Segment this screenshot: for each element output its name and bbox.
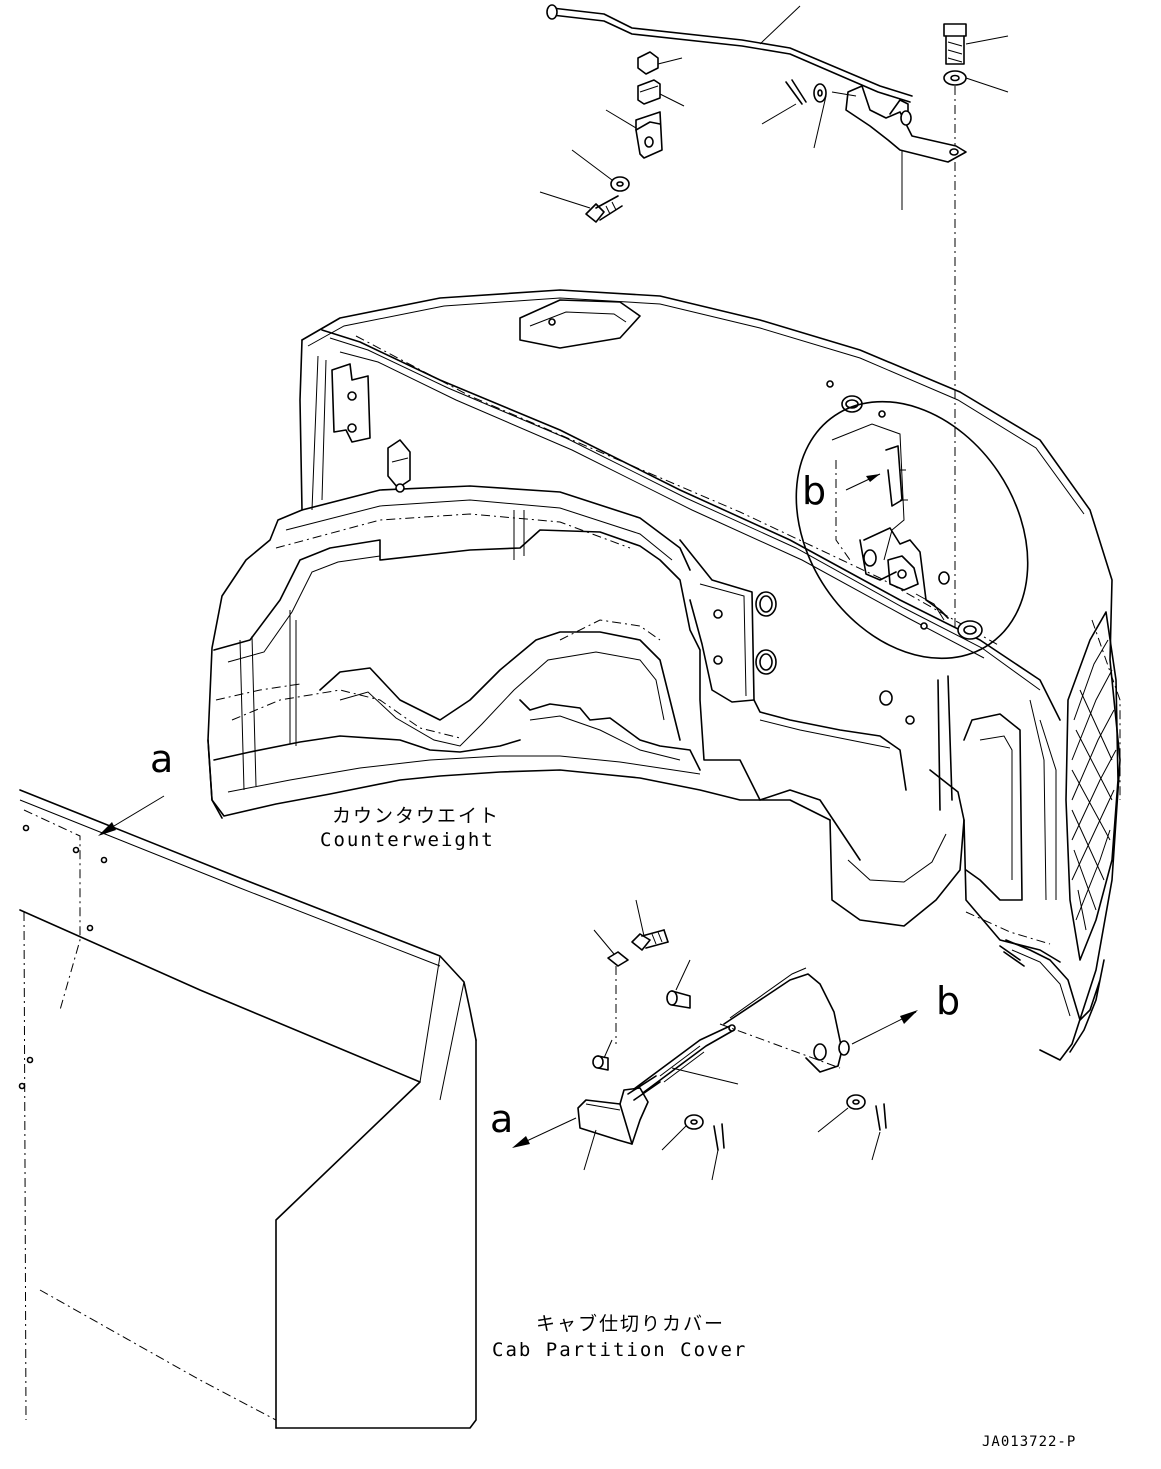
washer-bottom-left bbox=[593, 929, 629, 1044]
cab-cover-label-en: Cab Partition Cover bbox=[492, 1339, 747, 1361]
pin-lower bbox=[592, 1039, 613, 1071]
lock-rod bbox=[546, 4, 913, 103]
bolt-left bbox=[539, 191, 623, 223]
washer-bottom-center bbox=[661, 1114, 704, 1151]
ref-a-bottom: a bbox=[490, 1097, 513, 1141]
washer-small-top bbox=[813, 83, 827, 149]
cotter-pin-bottom-center bbox=[711, 1123, 725, 1181]
small-bracket bbox=[605, 109, 663, 159]
bolt-top bbox=[943, 23, 1009, 65]
link-bracket bbox=[719, 967, 850, 1073]
pin-upper bbox=[666, 959, 691, 1009]
ref-a-top: a bbox=[150, 737, 173, 781]
cotter-pin-top bbox=[761, 79, 807, 125]
counterweight-left-lower bbox=[207, 635, 831, 821]
counterweight-label-jp: カウンタウエイト bbox=[332, 805, 500, 827]
cab-partition-cover: a キャブ仕切りカバー Cab Partition Cover bbox=[18, 737, 747, 1429]
bolt-bottom bbox=[631, 899, 669, 951]
hinge-bracket-left bbox=[331, 363, 411, 493]
cotter-pin-bottom-right bbox=[871, 1103, 887, 1161]
counterweight-right bbox=[829, 675, 1061, 963]
bottom-parts-group: b a bbox=[490, 899, 960, 1181]
drawing-code: JA013722-P bbox=[982, 1434, 1076, 1450]
detail-circle-b: b bbox=[795, 400, 1029, 660]
counterweight-bumper bbox=[999, 939, 1105, 1053]
washer-bottom-right bbox=[817, 1094, 866, 1133]
counterweight-grille bbox=[1065, 611, 1121, 961]
ref-b-detail: b bbox=[802, 469, 826, 513]
ref-b-bottom: b bbox=[936, 979, 960, 1023]
nut-small bbox=[637, 51, 683, 75]
damper-rod bbox=[629, 1024, 739, 1099]
washer-top bbox=[943, 70, 1009, 93]
counterweight: b カウンタウエイト Counterweight bbox=[207, 289, 1121, 1061]
counterweight-label-en: Counterweight bbox=[320, 829, 495, 851]
lock-washer bbox=[571, 149, 630, 192]
latch-bracket-top bbox=[831, 85, 967, 210]
cab-cover-label-jp: キャブ仕切りカバー bbox=[536, 1312, 725, 1335]
inner-cavity bbox=[213, 510, 861, 861]
plate-bracket bbox=[577, 1075, 661, 1171]
counterweight-center-wall bbox=[679, 380, 915, 791]
top-parts-group bbox=[539, 4, 1009, 628]
top-opening bbox=[519, 299, 641, 349]
bushing bbox=[637, 79, 685, 107]
